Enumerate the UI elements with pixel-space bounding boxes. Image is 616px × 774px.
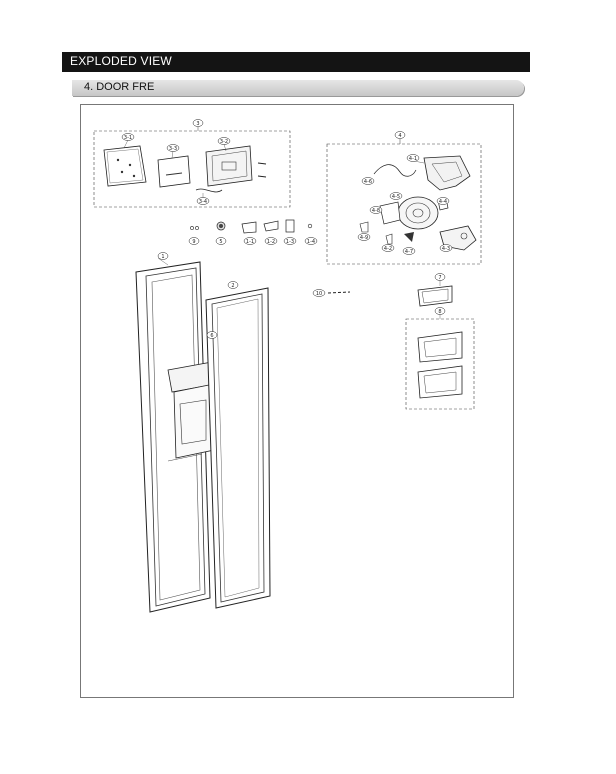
svg-text:4-9: 4-9	[360, 235, 368, 241]
callout-4-7: 4-7	[402, 247, 416, 255]
svg-text:10: 10	[316, 291, 322, 297]
callout-4-8: 4-8	[369, 206, 383, 214]
callout-1-1: 1-1	[243, 237, 257, 245]
callout-4-1: 4-1	[406, 154, 420, 162]
callout-3: 3	[192, 119, 204, 127]
callout-2: 2	[227, 281, 239, 289]
svg-text:3-4: 3-4	[199, 199, 207, 205]
svg-text:4-1: 4-1	[409, 156, 417, 162]
callout-4-2: 4-2	[381, 244, 395, 252]
door-outer-part-1	[135, 257, 217, 613]
svg-text:4-4: 4-4	[439, 199, 447, 205]
svg-text:9: 9	[192, 239, 195, 245]
svg-text:4-3: 4-3	[442, 246, 450, 252]
svg-text:6: 6	[210, 333, 213, 339]
callout-3-3: 3-3	[166, 144, 180, 152]
callout-1-4: 1-4	[304, 237, 318, 245]
svg-text:3-2: 3-2	[220, 139, 228, 145]
callout-4-9: 4-9	[357, 233, 371, 241]
svg-text:8: 8	[438, 309, 441, 315]
svg-text:4-6: 4-6	[364, 179, 372, 185]
callout-labels: 3 3-1 3-3 3-2 3-4 4 4-1 4-6 4-5 4-4 4-8 …	[121, 119, 453, 339]
door-bins	[405, 280, 475, 410]
callout-4-5: 4-5	[389, 192, 403, 200]
callout-3-2: 3-2	[217, 137, 231, 145]
small-parts-row	[190, 219, 351, 294]
svg-text:7: 7	[438, 275, 441, 281]
callout-4: 4	[394, 131, 406, 139]
callout-3-4: 3-4	[196, 197, 210, 205]
callout-1: 1	[157, 252, 169, 260]
svg-text:3-1: 3-1	[124, 135, 132, 141]
diagram-frame	[80, 104, 514, 698]
svg-text:3-3: 3-3	[169, 146, 177, 152]
callout-10: 10	[312, 289, 326, 297]
svg-text:1-3: 1-3	[286, 239, 294, 245]
svg-text:1: 1	[161, 254, 164, 260]
group-3-panel-assembly	[93, 127, 291, 208]
svg-text:2: 2	[231, 283, 234, 289]
svg-text:1-2: 1-2	[267, 239, 275, 245]
callout-5: 5	[215, 237, 227, 245]
callout-4-4: 4-4	[436, 197, 450, 205]
group-4-dispenser-mechanism	[326, 139, 482, 265]
callout-8: 8	[434, 307, 446, 315]
header-bar: EXPLODED VIEW	[62, 52, 530, 72]
svg-text:3: 3	[196, 121, 199, 127]
page-header-title: EXPLODED VIEW	[70, 54, 172, 68]
svg-text:4-7: 4-7	[405, 249, 413, 255]
callout-6: 6	[206, 331, 218, 339]
callout-4-6: 4-6	[361, 177, 375, 185]
callout-4-3: 4-3	[439, 244, 453, 252]
callout-9: 9	[188, 237, 200, 245]
svg-text:4-5: 4-5	[392, 194, 400, 200]
svg-text:4: 4	[398, 133, 401, 139]
svg-text:1-1: 1-1	[246, 239, 254, 245]
callout-1-2: 1-2	[264, 237, 278, 245]
callout-7: 7	[434, 273, 446, 281]
section-title: 4. DOOR FRE	[84, 81, 155, 93]
callout-1-3: 1-3	[283, 237, 297, 245]
svg-text:1-4: 1-4	[307, 239, 315, 245]
section-bar: 4. DOOR FRE	[72, 80, 524, 96]
callout-3-1: 3-1	[121, 133, 135, 141]
svg-text:5: 5	[219, 239, 222, 245]
svg-text:4-8: 4-8	[372, 208, 380, 214]
door-gasket-part-2	[205, 287, 271, 609]
svg-text:4-2: 4-2	[384, 246, 392, 252]
